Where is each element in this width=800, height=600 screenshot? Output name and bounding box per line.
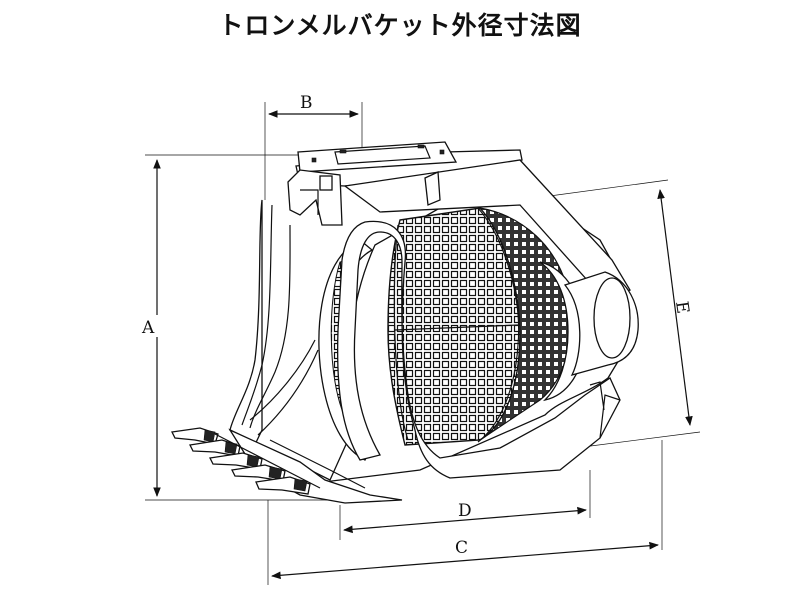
tooth-5 xyxy=(255,476,311,495)
dimension-a xyxy=(140,154,340,501)
side-plate xyxy=(337,220,621,479)
dimension-c xyxy=(267,440,663,585)
dimension-e-label: E xyxy=(671,300,693,315)
dimension-b-label: B xyxy=(300,93,313,113)
dimension-c-label: C xyxy=(455,538,468,558)
trommel-drum xyxy=(387,207,639,446)
dimension-d-label: D xyxy=(458,501,472,521)
dimension-a-label: A xyxy=(141,318,155,338)
bucket-teeth xyxy=(171,427,321,495)
dimension-d xyxy=(339,470,591,540)
drawing-title: トロンメルバケット外径寸法図 xyxy=(218,11,582,40)
